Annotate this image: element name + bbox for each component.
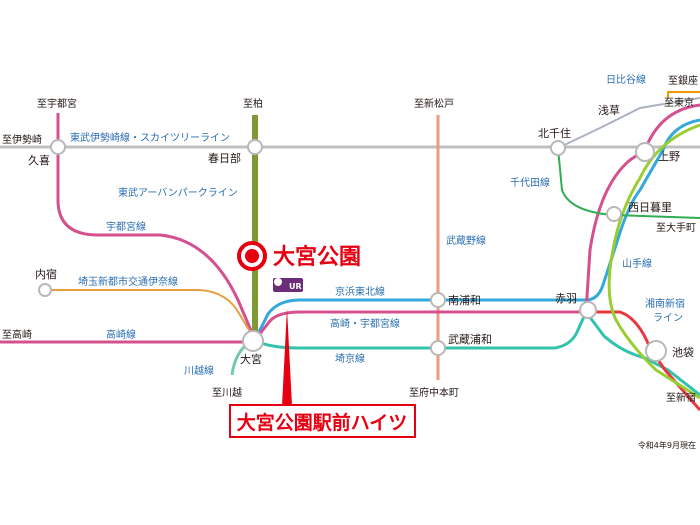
label-tobu-urban: 東武アーバンパークライン [118, 186, 238, 199]
station-labels: 久喜 春日部 北千住 浅草 上野 西日暮里 内宿 大宮 南浦和 武蔵浦和 赤羽 … [28, 104, 694, 366]
station-marker-ikebukuro [645, 340, 667, 362]
line-labels: 東武伊勢崎線・スカイツリーライン 東武アーバンパークライン 宇都宮線 埼玉新都市… [70, 73, 685, 377]
station-label-asakusa: 浅草 [598, 104, 620, 117]
station-marker-minamiurawa [430, 292, 446, 308]
direction-to-kashiwa: 至柏 [243, 97, 263, 110]
station-marker-kasukabe [247, 139, 263, 155]
direction-to-utsunomiya: 至宇都宮 [37, 97, 77, 110]
station-marker-omiya [242, 330, 264, 352]
utsunomiya-line [56, 113, 257, 341]
hibiya-line [557, 97, 700, 149]
station-label-kasukabe: 春日部 [208, 151, 241, 165]
callout-box [229, 404, 416, 438]
direction-to-kawagoe: 至川越 [212, 386, 242, 399]
label-chiyoda: 千代田線 [510, 176, 550, 189]
direction-to-tokyo: 至東京 [664, 96, 694, 109]
ginza-line [667, 91, 700, 98]
station-label-omiya: 大宮 [240, 352, 262, 366]
label-hibiya: 日比谷線 [606, 73, 646, 86]
label-utsunomiya: 宇都宮線 [106, 220, 146, 233]
callout-pointer [282, 308, 292, 406]
ur-logo-icon [274, 278, 282, 286]
label-keihin-tohoku: 京浜東北線 [335, 285, 385, 298]
station-label-ueno: 上野 [658, 150, 680, 163]
label-shonan-shinjuku-2: ライン [653, 312, 683, 324]
property-callout[interactable]: 大宮公園駅前ハイツ [229, 308, 416, 438]
direction-to-ginza: 至銀座 [668, 74, 698, 87]
new-shuttle-line [45, 289, 253, 336]
saikyo-line [254, 309, 700, 397]
location-pin-icon-inner [245, 249, 259, 263]
direction-to-isesaki: 至伊勢崎 [2, 133, 42, 146]
label-shonan-shinjuku-1: 湘南新宿 [645, 297, 685, 310]
station-marker-musashiurawa [430, 340, 446, 356]
label-yamanote: 山手線 [622, 257, 652, 270]
label-new-shuttle: 埼玉新都市交通伊奈線 [78, 275, 178, 288]
keihin-tohoku-line [253, 118, 700, 341]
direction-to-shinjuku: 至新宿 [666, 391, 696, 404]
station-label-kuki: 久喜 [28, 154, 50, 167]
rail-lines [0, 91, 700, 411]
takasaki-utsunomiya-line [253, 103, 700, 341]
station-marker-kitasenju [550, 140, 566, 156]
label-takasaki: 高崎線 [106, 328, 136, 341]
station-label-minamiurawa: 南浦和 [448, 294, 481, 307]
featured-station-label: 大宮公園 [273, 244, 361, 270]
ur-logo: UR [273, 278, 303, 292]
direction-to-takasaki: 至高崎 [2, 328, 32, 341]
station-label-ikebukuro: 池袋 [672, 345, 694, 359]
station-marker-ueno [635, 142, 655, 162]
yamanote-line [607, 123, 700, 400]
stations [38, 139, 667, 362]
direction-to-fuchuhonmachi: 至府中本町 [409, 386, 459, 399]
station-label-kitasenju: 北千住 [538, 126, 571, 140]
station-label-akabane: 赤羽 [555, 292, 577, 305]
label-kawagoe: 川越線 [184, 364, 214, 377]
featured-station-pin[interactable] [237, 241, 267, 271]
direction-labels: 至宇都宮 至柏 至新松戸 至伊勢崎 至銀座 至東京 至大手町 至高崎 至川越 至… [2, 74, 698, 404]
label-tobu-isesaki: 東武伊勢崎線・スカイツリーライン [70, 131, 230, 144]
direction-to-shinmatsudo: 至新松戸 [414, 97, 454, 110]
date-note: 令和4年9月現在 [638, 440, 696, 450]
label-musashino: 武蔵野線 [446, 234, 486, 247]
direction-to-otemachi: 至大手町 [656, 221, 696, 234]
station-marker-naijuku [38, 283, 52, 297]
station-label-musashiurawa: 武蔵浦和 [448, 333, 492, 346]
label-saikyo: 埼京線 [335, 352, 365, 365]
station-label-naijuku: 内宿 [35, 267, 57, 281]
station-label-nishinippori: 西日暮里 [628, 200, 672, 214]
property-name: 大宮公園駅前ハイツ [237, 411, 408, 434]
ur-logo-text: UR [289, 282, 302, 291]
station-marker-kuki [50, 139, 66, 155]
station-marker-akabane [579, 301, 597, 319]
label-takasaki-utsunomiya: 高崎・宇都宮線 [330, 317, 400, 330]
station-marker-nishinippori [606, 206, 622, 222]
